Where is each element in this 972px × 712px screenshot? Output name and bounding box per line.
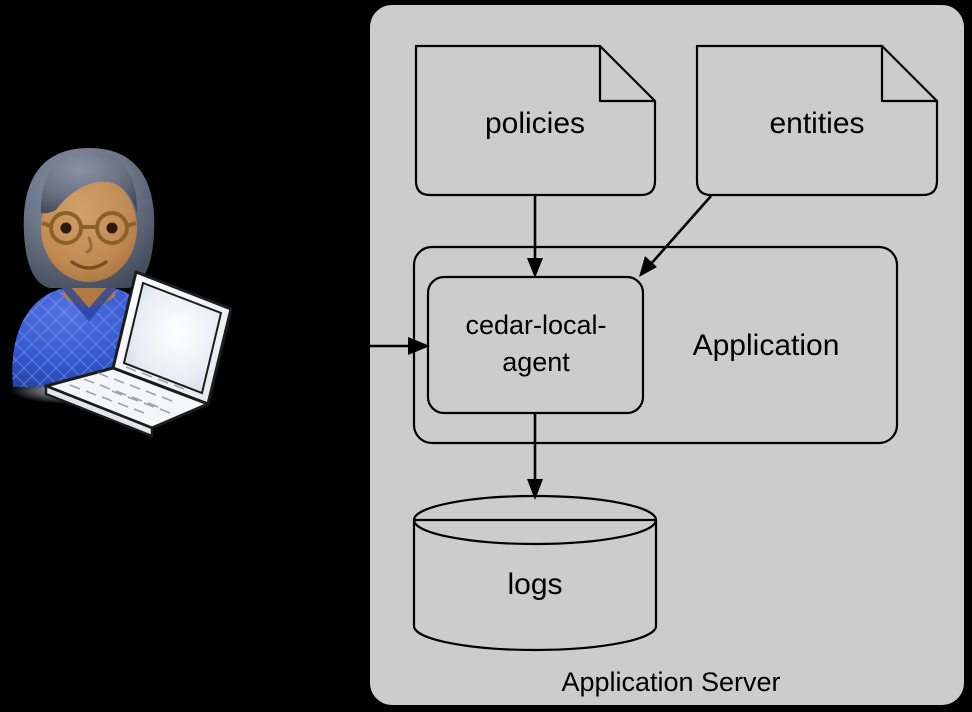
entities-document-shape bbox=[695, 44, 939, 197]
laptop-keys bbox=[69, 366, 185, 414]
logs-label: logs bbox=[507, 568, 562, 601]
agent-label-line2: agent bbox=[502, 347, 570, 377]
node-policies[interactable]: policies bbox=[414, 44, 657, 197]
edge-entities-to-agent bbox=[639, 195, 712, 277]
agent-label-line1: cedar-local- bbox=[465, 310, 606, 340]
node-logs[interactable]: logs bbox=[412, 494, 658, 652]
node-cedar-local-agent[interactable]: cedar-local- agent bbox=[426, 275, 645, 415]
user-eye-left bbox=[60, 222, 72, 234]
logs-cylinder-body bbox=[412, 518, 658, 652]
application-server-label: Application Server bbox=[561, 667, 780, 697]
application-server-panel bbox=[370, 5, 964, 705]
entities-fold-icon bbox=[880, 46, 937, 103]
application-label: Application bbox=[693, 329, 840, 362]
policies-document-shape bbox=[414, 44, 657, 197]
user-hair-fringe bbox=[40, 152, 138, 214]
user-nose bbox=[85, 236, 93, 254]
laptop-screen bbox=[122, 281, 223, 395]
edge-agent-to-logs bbox=[527, 413, 543, 500]
policies-fold-icon bbox=[598, 46, 655, 103]
user-collar bbox=[62, 286, 116, 322]
entities-label: entities bbox=[769, 107, 864, 140]
laptop-base-edge bbox=[44, 384, 154, 438]
user-with-laptop-icon bbox=[10, 148, 233, 438]
user-eye-right bbox=[106, 222, 118, 234]
laptop-icon bbox=[44, 270, 233, 438]
edge-user-to-agent bbox=[358, 337, 430, 355]
user-mouth bbox=[70, 260, 108, 270]
node-entities[interactable]: entities bbox=[695, 44, 939, 197]
policies-label: policies bbox=[485, 107, 585, 140]
user-glasses-icon bbox=[41, 211, 137, 245]
edge-policies-to-agent bbox=[527, 195, 543, 278]
